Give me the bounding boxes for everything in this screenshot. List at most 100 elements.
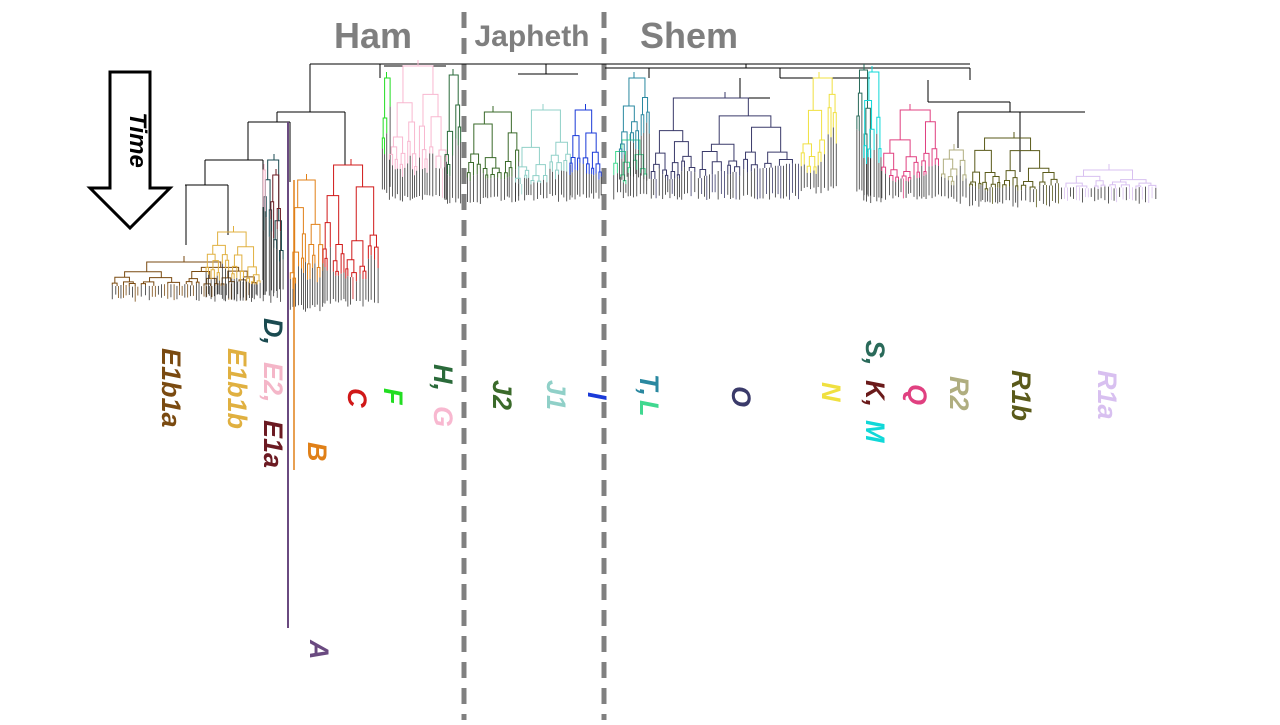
branch-line [718,115,772,145]
branch-line [890,169,898,178]
branch-line [238,279,247,282]
branch-line [806,165,811,173]
branch-line [399,163,404,177]
branch-line [569,162,573,175]
branch-line [382,117,388,139]
branch-line [1027,167,1050,182]
branch-line [111,282,118,287]
branch-line [802,143,812,157]
branch-line [468,161,474,176]
branch-line [554,169,560,180]
label-e1b1b: E1b1b [222,348,252,429]
branch-line [301,257,305,273]
branch-line [640,114,645,136]
branch-line [639,168,646,175]
branch-line [411,153,417,170]
label-e1a: E1a [258,420,288,468]
label-c: C [342,388,372,408]
branch-line [142,281,155,286]
branch-line [446,130,454,156]
branch-line [889,139,911,157]
branch-line [435,155,442,169]
branch-line [701,151,718,170]
branch-line [743,158,748,173]
branch-line [221,277,232,284]
branch-line [819,139,825,155]
branch-line [658,130,684,154]
branch-line [333,164,364,196]
branch-line [335,244,343,261]
time-arrow-icon: Time [86,70,174,231]
clade-c [322,159,379,307]
branch-line [351,240,364,267]
branch-line [324,222,331,250]
branch-line [1120,184,1130,188]
branch-line [408,121,416,154]
branch-line [941,173,946,178]
clade-e1b1b [205,226,261,302]
branch-line [518,166,528,179]
branch-line [359,265,365,274]
branch-line [1111,181,1127,185]
branch-line [631,121,638,133]
branch-line [297,179,316,225]
time-label: Time [124,112,151,168]
header-japheth: Japheth [474,20,589,53]
branch-line [381,137,385,155]
branch-line [655,152,666,171]
branch-line [565,153,571,165]
branch-line [727,164,731,175]
branch-line [532,175,540,182]
branch-line [903,171,911,178]
haplogroup-labels: E1b1a E1b1b D, E2, E1a B A C F H, G J2 J… [156,318,1122,660]
branch-line [1004,179,1011,187]
branch-line [990,183,996,188]
branch-line [473,123,493,158]
branch-line [622,105,635,132]
branch-line [572,135,580,159]
branch-line [1015,185,1019,191]
branch-line [664,174,669,181]
branch-line [237,246,255,267]
branch-line [308,244,315,264]
branch-line [335,270,339,276]
branch-line [362,270,367,280]
clade-r1a [1061,164,1157,204]
branch-line [455,104,461,139]
branch-line [711,161,722,175]
branch-line [858,69,868,109]
branch-line [948,149,964,161]
branch-line [1120,179,1147,184]
branch-line [128,282,136,287]
branch-line [1065,182,1083,188]
branch-line [817,151,822,166]
clade-h [444,69,462,204]
branch-line [200,266,240,272]
label-r1a: R1a [1092,370,1122,420]
branch-line [883,152,895,170]
clade-e1b1a [111,256,257,302]
branch-line [934,158,939,166]
branch-line [628,77,646,107]
label-r2: R2 [944,376,974,411]
branch-line [418,125,425,158]
branch-line [205,266,209,275]
branch-line [430,116,442,150]
branch-line [924,121,936,154]
label-e2: E2, [258,362,288,403]
branch-line [710,143,735,162]
branch-line [673,141,689,163]
branch-line [549,161,553,172]
branch-line [233,254,243,272]
branch-line [256,280,261,285]
branch-line [635,130,640,150]
branch-line [907,177,912,182]
branch-line [867,148,872,159]
branch-line [699,168,707,179]
branch-line [424,158,428,173]
branch-line [650,170,656,180]
label-n: N [816,382,846,402]
branch-line [276,208,281,232]
branch-line [1075,185,1088,189]
